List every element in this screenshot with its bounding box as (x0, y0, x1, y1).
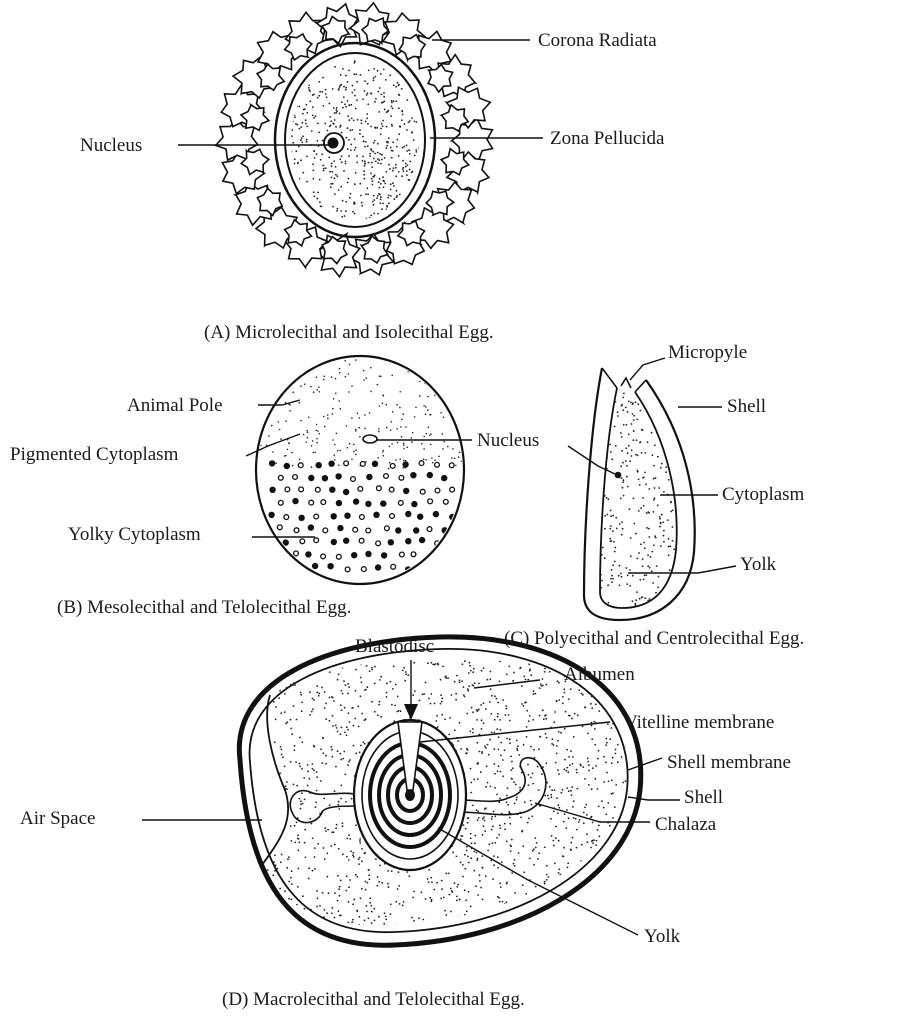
caption-a: (A) Microlecithal and Isolecithal Egg. (204, 322, 494, 343)
label-corona-radiata: Corona Radiata (538, 30, 657, 51)
leader-yolk-c (628, 566, 736, 573)
leader-shell-membrane (628, 758, 662, 770)
label-air-space: Air Space (20, 808, 95, 829)
label-vitelline-membrane: Vitelline membrane (624, 712, 774, 733)
nucleus-b (363, 435, 377, 443)
label-shell-c: Shell (727, 396, 766, 417)
label-nucleus-b: Nucleus (477, 430, 539, 451)
label-zona-pellucida: Zona Pellucida (550, 128, 665, 149)
caption-d: (D) Macrolecithal and Telolecithal Egg. (222, 989, 525, 1010)
micropyle-gap (602, 368, 646, 392)
caption-b: (B) Mesolecithal and Telolecithal Egg. (57, 597, 351, 618)
leader-vitelline-membrane (420, 722, 610, 742)
label-pigmented-cytoplasm: Pigmented Cytoplasm (10, 444, 179, 465)
label-blastodisc: Blastodisc (355, 636, 434, 657)
nucleus-a-nucleolus (328, 138, 339, 149)
leader-albumen (474, 680, 540, 688)
zona-pellucida-outer (275, 43, 435, 237)
label-yolk-d: Yolk (644, 926, 681, 947)
figure-c-centrolecithal-egg: Micropyle Shell Cytoplasm Yolk (C) Polye… (504, 342, 805, 649)
leader-micropyle (630, 358, 665, 380)
chalaza-left (290, 791, 362, 823)
label-chalaza: Chalaza (655, 814, 717, 835)
label-albumen: Albumen (564, 664, 635, 685)
label-yolk-c: Yolk (740, 554, 777, 575)
label-shell-d: Shell (684, 787, 723, 808)
figure-a-microlecithal-egg: Corona Radiata Nucleus Zona Pellucida (A… (80, 3, 665, 343)
label-animal-pole: Animal Pole (127, 395, 223, 416)
figure-b-mesolecithal-egg: Animal Pole Pigmented Cytoplasm Nucleus … (10, 356, 539, 619)
egg-b-outline (256, 356, 464, 584)
label-cytoplasm-c: Cytoplasm (722, 484, 805, 505)
blastodisc-arrowhead (404, 704, 418, 720)
nucleus-c (615, 472, 622, 479)
label-micropyle: Micropyle (668, 342, 747, 363)
label-shell-membrane: Shell membrane (667, 752, 791, 773)
air-space-boundary (262, 695, 288, 865)
figure-d-macrolecithal-egg: Blastodisc Albumen Vitelline membrane Sh… (20, 636, 791, 1010)
label-nucleus-a: Nucleus (80, 135, 142, 156)
label-yolky-cytoplasm: Yolky Cytoplasm (68, 524, 201, 545)
leader-shell-d (628, 797, 680, 800)
chalaza-right (458, 758, 546, 815)
leader-animal-pole (258, 400, 300, 405)
caption-c: (C) Polyecithal and Centrolecithal Egg. (504, 628, 804, 649)
leader-yolk-d (438, 828, 638, 935)
